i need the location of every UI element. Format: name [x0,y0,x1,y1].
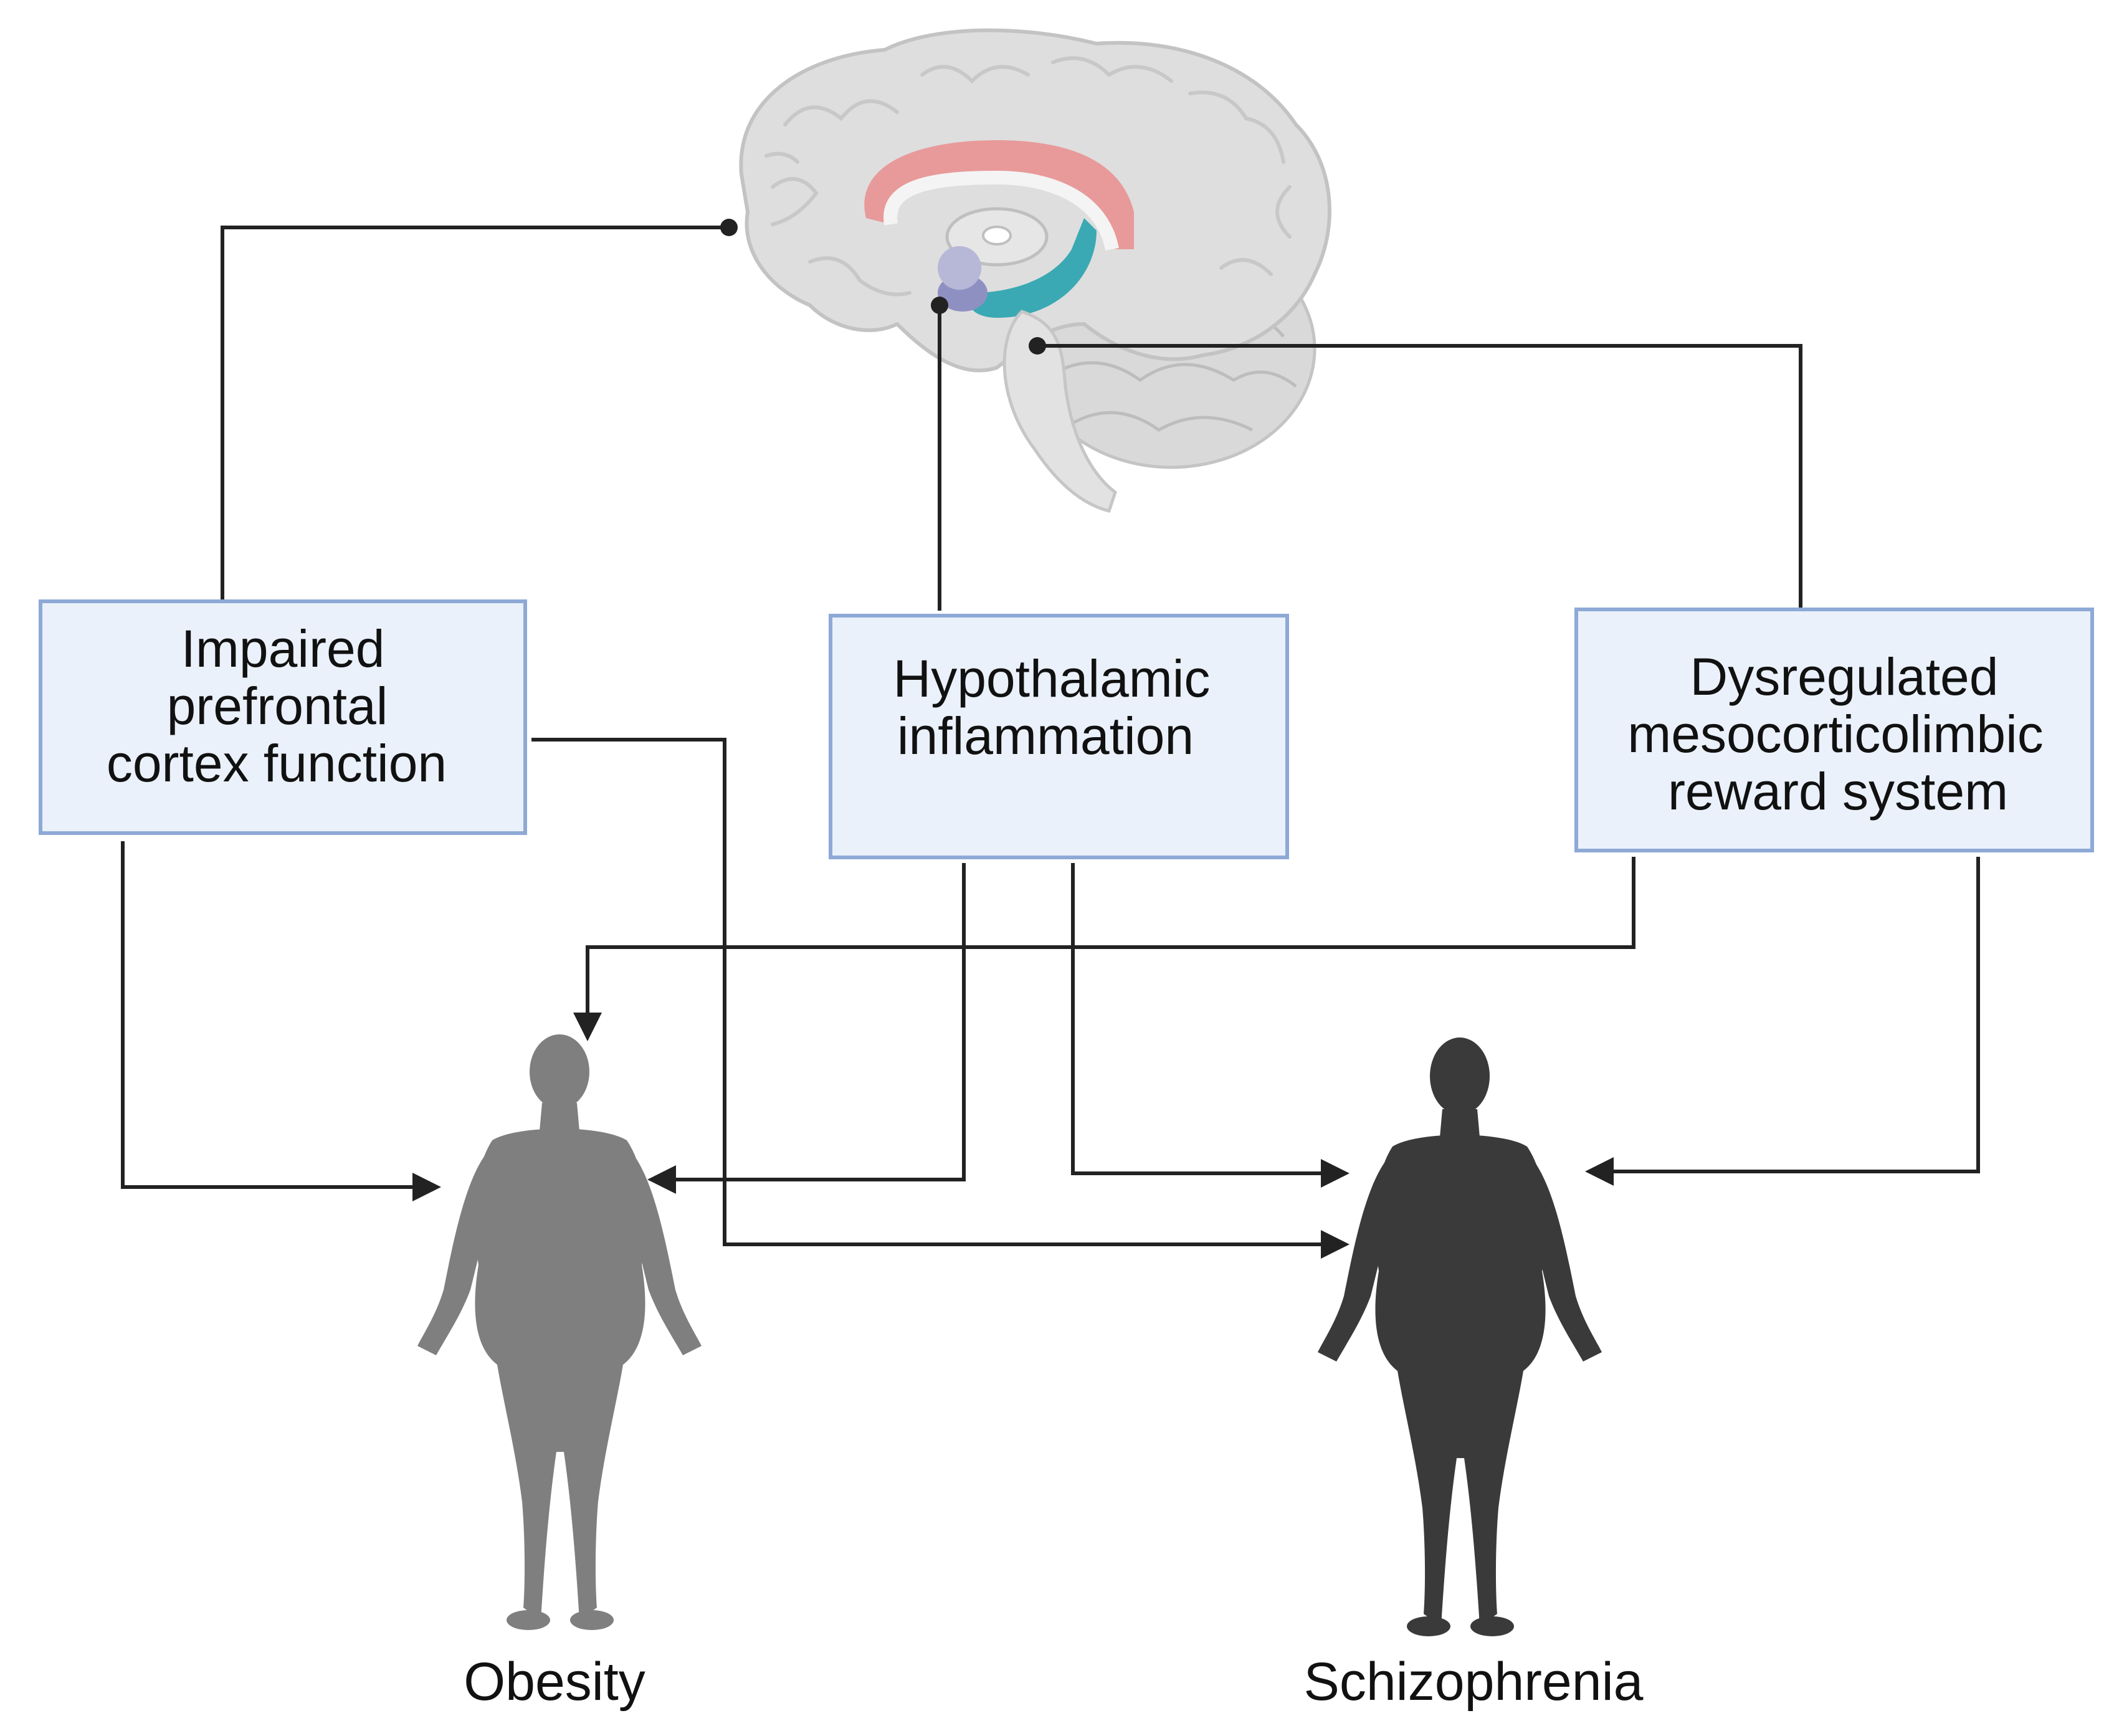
arrow-hypothalamic-schizophrenia [1071,863,1350,1188]
box-reward-line-2: mesocorticolimbic [1627,705,2044,763]
connectors-outcomes [121,738,1980,1259]
corpus-callosum [864,140,1134,249]
connector-dot-prefrontal [720,219,738,236]
box-hypothalamic-line-1: Hypothalamic [893,649,1211,708]
box-reward-line-1: Dysregulated [1690,647,1999,706]
arrow-prefrontal-obesity [121,841,441,1201]
box-reward: Dysregulated mesocorticolimbic reward sy… [1574,608,2094,852]
box-prefrontal-line-1: Impaired [181,619,385,678]
brain-illustration [739,28,1331,513]
schizophrenia-figure [1318,1037,1602,1636]
connectors-brain [221,219,1802,611]
brainstem [1002,310,1117,513]
connector-dot-hypothalamus [931,297,948,314]
box-prefrontal-line-2: prefrontal [167,677,388,735]
box-reward-line-3: reward system [1668,762,2008,821]
box-prefrontal-line-3: cortex function [107,734,447,793]
obesity-figure [417,1034,702,1630]
schizophrenia-label: Schizophrenia [1303,1652,1643,1712]
arrow-reward-obesity [573,857,1635,1041]
box-prefrontal: Impaired prefrontal cortex function [39,599,527,835]
box-hypothalamic: Hypothalamic inflammation [829,614,1289,859]
arrow-prefrontal-schizophrenia [531,738,1350,1259]
box-hypothalamic-line-2: inflammation [897,707,1194,765]
arrow-hypothalamic-obesity [647,863,966,1194]
hippocampus [969,218,1097,318]
connector-dot-reward [1029,337,1046,355]
arrow-reward-schizophrenia [1585,857,1980,1186]
obesity-label: Obesity [464,1652,645,1712]
cerebrum [739,28,1331,373]
